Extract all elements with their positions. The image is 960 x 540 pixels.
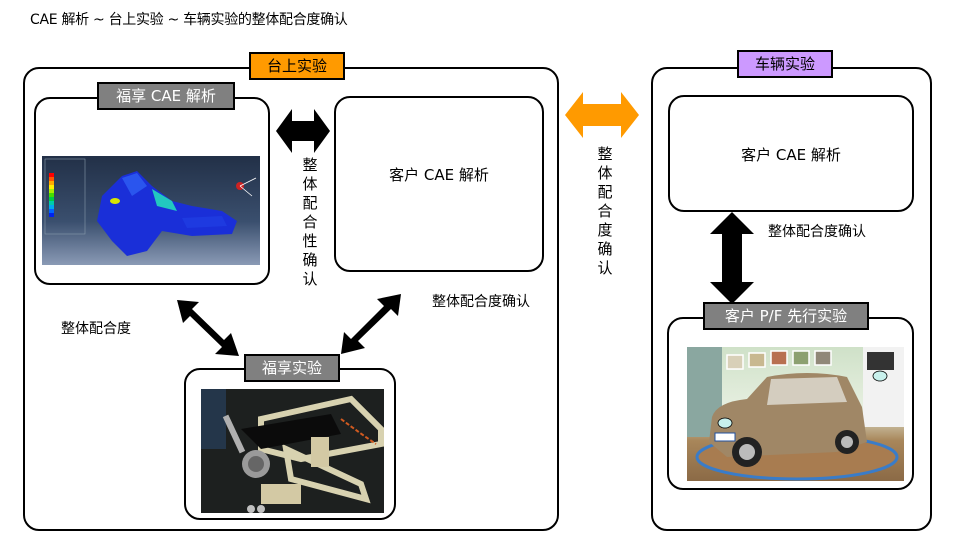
double-arrow-diagonal-right-icon [341,294,401,354]
vehicle-test-label: 车辆实验 [737,50,833,78]
test-rig-graphic [201,389,384,513]
cae-test-compatibility-label: 整体配合度 [61,321,131,337]
fuxiang-test-label: 福享实验 [244,354,340,382]
customer-cae-text-bench: 客户 CAE 解析 [389,166,489,184]
double-arrow-orange-icon [565,92,639,138]
fuxiang-cae-label: 福享 CAE 解析 [97,82,235,110]
test-rig-photo [201,389,384,513]
customer-test-compatibility-label: 整体配合度确认 [432,294,530,310]
vehicle-compatibility-label: 整体配合度确认 [768,224,866,240]
double-arrow-vertical-icon [710,212,754,304]
vehicle-photo [687,347,904,481]
customer-cae-box-bench [334,96,544,272]
double-arrow-horizontal-icon [276,109,330,153]
cae-compatibility-label: 整体配合性确认 [302,156,318,288]
customer-pf-test-label: 客户 P/F 先行实验 [703,302,869,330]
page-title: CAE 解析 ~ 台上实验 ~ 车辆实验的整体配合度确认 [30,12,348,28]
customer-cae-text-vehicle: 客户 CAE 解析 [741,146,841,164]
bench-test-label: 台上实验 [249,52,345,80]
double-arrow-diagonal-left-icon [177,300,239,356]
fea-model-graphic [44,158,257,256]
overall-compatibility-label: 整体配合度确认 [597,145,613,277]
fea-stress-contour-image [42,156,260,265]
customer-cae-box-vehicle [668,95,914,212]
vehicle-graphic [687,347,904,481]
